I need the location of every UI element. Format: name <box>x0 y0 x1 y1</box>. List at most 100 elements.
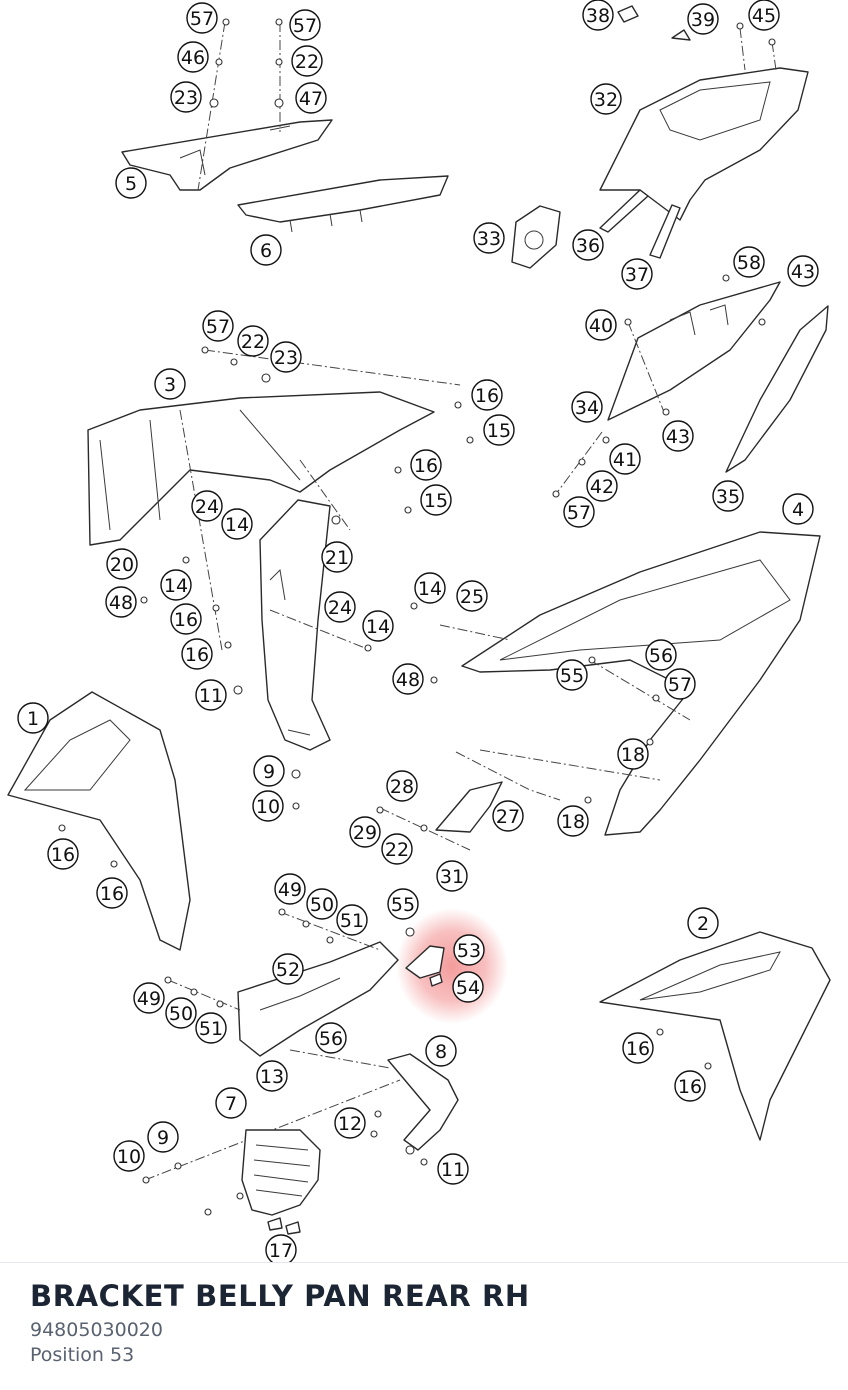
callout-57[interactable]: 57 <box>186 2 218 34</box>
callout-12[interactable]: 12 <box>334 1107 366 1139</box>
callout-39[interactable]: 39 <box>687 3 719 35</box>
callout-48[interactable]: 48 <box>105 586 137 618</box>
callout-57[interactable]: 57 <box>664 668 696 700</box>
callout-18[interactable]: 18 <box>557 805 589 837</box>
callout-22[interactable]: 22 <box>237 325 269 357</box>
callout-22[interactable]: 22 <box>291 45 323 77</box>
callout-16[interactable]: 16 <box>181 638 213 670</box>
callout-16[interactable]: 16 <box>96 877 128 909</box>
callout-28[interactable]: 28 <box>386 770 418 802</box>
callout-15[interactable]: 15 <box>483 414 515 446</box>
callout-16[interactable]: 16 <box>622 1032 654 1064</box>
callout-57[interactable]: 57 <box>563 496 595 528</box>
callout-13[interactable]: 13 <box>256 1060 288 1092</box>
callout-49[interactable]: 49 <box>274 873 306 905</box>
part-32-tail-section[interactable] <box>599 67 809 221</box>
callout-40[interactable]: 40 <box>585 309 617 341</box>
callout-37[interactable]: 37 <box>621 258 653 290</box>
callout-57[interactable]: 57 <box>202 310 234 342</box>
callout-4[interactable]: 4 <box>782 493 814 525</box>
callout-52[interactable]: 52 <box>272 953 304 985</box>
callout-27[interactable]: 27 <box>492 800 524 832</box>
part-3-lower-cover[interactable] <box>259 499 331 751</box>
part-36-strip[interactable] <box>599 189 649 233</box>
part-37-tail-light[interactable] <box>649 204 681 259</box>
callout-8[interactable]: 8 <box>425 1035 457 1067</box>
callout-42[interactable]: 42 <box>586 470 618 502</box>
part-2-side-panel[interactable] <box>599 931 831 1141</box>
callout-3[interactable]: 3 <box>154 368 186 400</box>
part-35-side-panel[interactable] <box>725 305 829 473</box>
callout-50[interactable]: 50 <box>306 888 338 920</box>
callout-31[interactable]: 31 <box>436 860 468 892</box>
callout-14[interactable]: 14 <box>160 569 192 601</box>
callout-17[interactable]: 17 <box>265 1234 297 1262</box>
callout-11[interactable]: 11 <box>195 679 227 711</box>
callout-51[interactable]: 51 <box>336 904 368 936</box>
callout-7[interactable]: 7 <box>215 1087 247 1119</box>
callout-23[interactable]: 23 <box>170 81 202 113</box>
callout-57[interactable]: 57 <box>289 9 321 41</box>
callout-22[interactable]: 22 <box>381 833 413 865</box>
callout-18[interactable]: 18 <box>617 738 649 770</box>
callout-51[interactable]: 51 <box>195 1012 227 1044</box>
callout-53[interactable]: 53 <box>453 934 485 966</box>
part-5-cover[interactable] <box>121 119 333 191</box>
callout-45[interactable]: 45 <box>748 0 780 31</box>
callout-34[interactable]: 34 <box>571 391 603 423</box>
callout-56[interactable]: 56 <box>315 1022 347 1054</box>
callout-47[interactable]: 47 <box>295 82 327 114</box>
callout-43[interactable]: 43 <box>662 420 694 452</box>
callout-14[interactable]: 14 <box>221 508 253 540</box>
part-7-grill[interactable] <box>241 1129 321 1216</box>
part-1-side-panel[interactable] <box>7 691 191 951</box>
callout-29[interactable]: 29 <box>349 816 381 848</box>
part-3-upper-cover[interactable] <box>87 391 435 546</box>
callout-23[interactable]: 23 <box>270 341 302 373</box>
callout-41[interactable]: 41 <box>609 443 641 475</box>
callout-16[interactable]: 16 <box>471 379 503 411</box>
callout-24[interactable]: 24 <box>324 591 356 623</box>
callout-35[interactable]: 35 <box>712 480 744 512</box>
callout-16[interactable]: 16 <box>674 1070 706 1102</box>
callout-24[interactable]: 24 <box>191 490 223 522</box>
callout-58[interactable]: 58 <box>733 246 765 278</box>
callout-5[interactable]: 5 <box>115 167 147 199</box>
part-6-rail[interactable] <box>237 175 449 233</box>
callout-32[interactable]: 32 <box>590 83 622 115</box>
callout-46[interactable]: 46 <box>177 41 209 73</box>
callout-20[interactable]: 20 <box>106 548 138 580</box>
callout-10[interactable]: 10 <box>113 1140 145 1172</box>
callout-11[interactable]: 11 <box>437 1153 469 1185</box>
callout-21[interactable]: 21 <box>321 541 353 573</box>
callout-9[interactable]: 9 <box>147 1121 179 1153</box>
part-34-side-panel[interactable] <box>607 281 781 421</box>
callout-43[interactable]: 43 <box>787 255 819 287</box>
callout-55[interactable]: 55 <box>387 888 419 920</box>
part-54-clip[interactable] <box>429 973 443 987</box>
part-53-bracket-belly-pan-rear-rh[interactable] <box>405 927 445 979</box>
callout-25[interactable]: 25 <box>456 580 488 612</box>
callout-15[interactable]: 15 <box>420 484 452 516</box>
part-27-bracket[interactable] <box>435 781 503 833</box>
callout-10[interactable]: 10 <box>252 790 284 822</box>
callout-38[interactable]: 38 <box>582 0 614 31</box>
callout-14[interactable]: 14 <box>362 610 394 642</box>
callout-16[interactable]: 16 <box>170 603 202 635</box>
callout-16[interactable]: 16 <box>47 838 79 870</box>
callout-16[interactable]: 16 <box>410 449 442 481</box>
callout-2[interactable]: 2 <box>687 907 719 939</box>
callout-33[interactable]: 33 <box>473 222 505 254</box>
part-4-tail-cowl[interactable] <box>461 531 821 836</box>
callout-54[interactable]: 54 <box>452 971 484 1003</box>
callout-49[interactable]: 49 <box>133 982 165 1014</box>
callout-55[interactable]: 55 <box>556 659 588 691</box>
callout-1[interactable]: 1 <box>17 702 49 734</box>
part-52-belly-pan[interactable] <box>237 941 399 1057</box>
callout-50[interactable]: 50 <box>165 997 197 1029</box>
part-8-bracket[interactable] <box>387 1053 459 1151</box>
callout-6[interactable]: 6 <box>250 234 282 266</box>
part-33-bracket[interactable] <box>511 205 561 269</box>
callout-48[interactable]: 48 <box>392 663 424 695</box>
callout-14[interactable]: 14 <box>414 572 446 604</box>
